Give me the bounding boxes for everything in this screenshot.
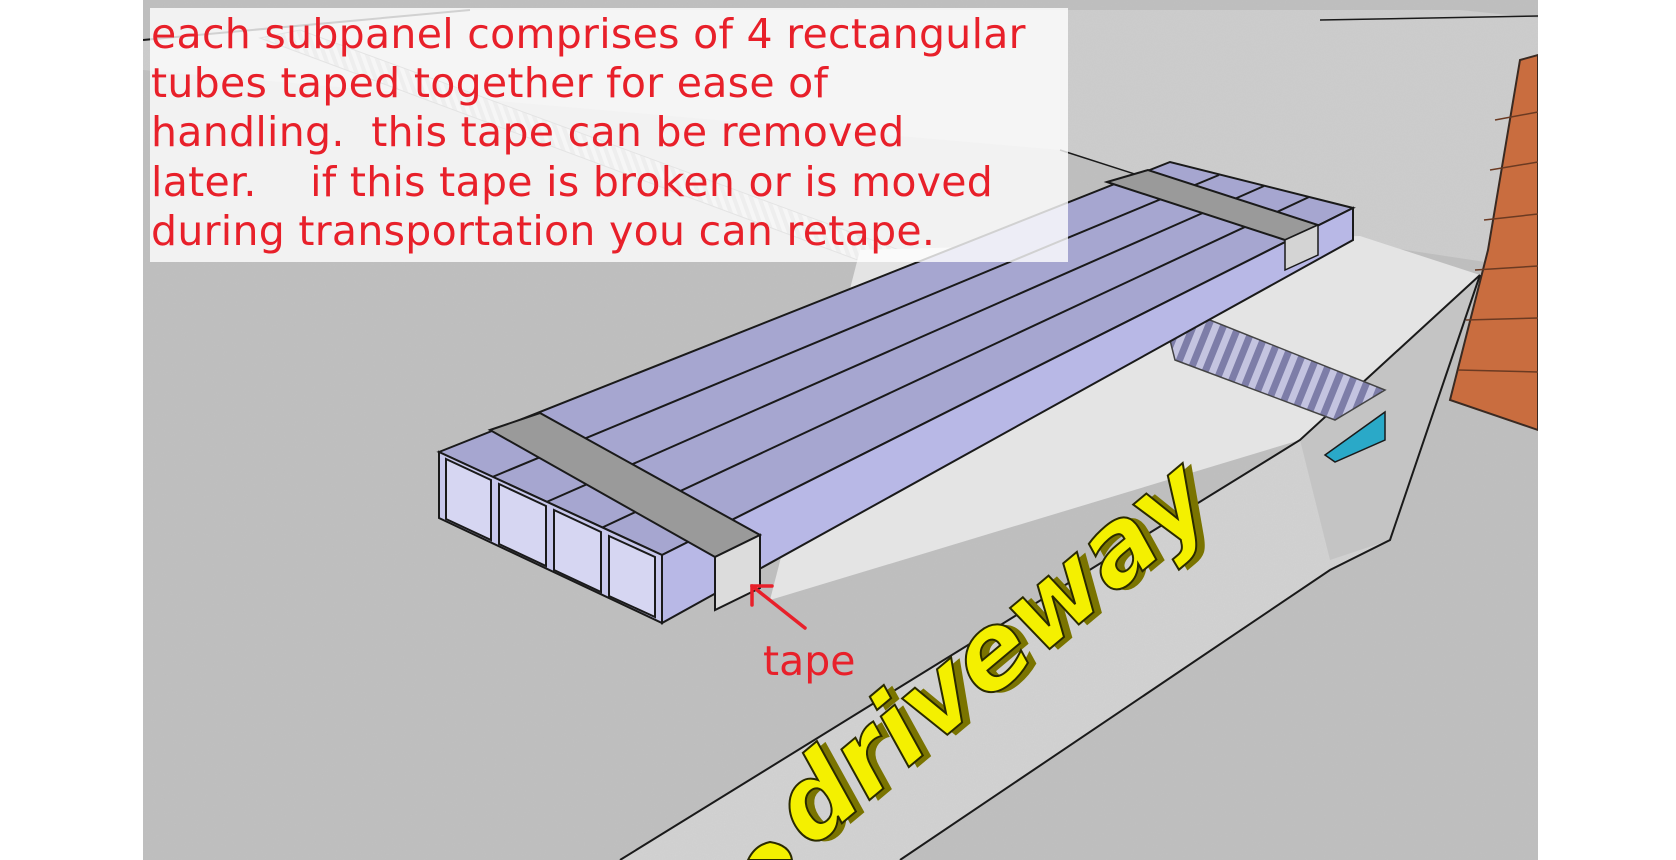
tape-callout-label: tape [763, 637, 856, 685]
annotation-line: handling. this tape can be removed [151, 108, 905, 157]
tape-arrow [750, 584, 807, 630]
annotation-line: each subpanel comprises of 4 rectangular [151, 10, 1026, 58]
annotation-line: during transportation you can retape. [151, 206, 936, 255]
front-tape-side [714, 533, 761, 612]
tube-bundle-end [438, 450, 663, 625]
channel-drain-opening [1323, 410, 1386, 463]
tube-hollows [445, 457, 656, 619]
curb-side-face [1300, 275, 1480, 560]
back-tape-side [1284, 223, 1319, 272]
annotation-line: later. if this tape is broken or is move… [151, 157, 994, 206]
annotation-background [150, 8, 1068, 262]
partial-letter [746, 840, 794, 860]
annotation-line: tubes taped together for ease of [151, 59, 829, 108]
annotation-text: each subpanel comprises of 4 rectangular… [151, 10, 1026, 256]
